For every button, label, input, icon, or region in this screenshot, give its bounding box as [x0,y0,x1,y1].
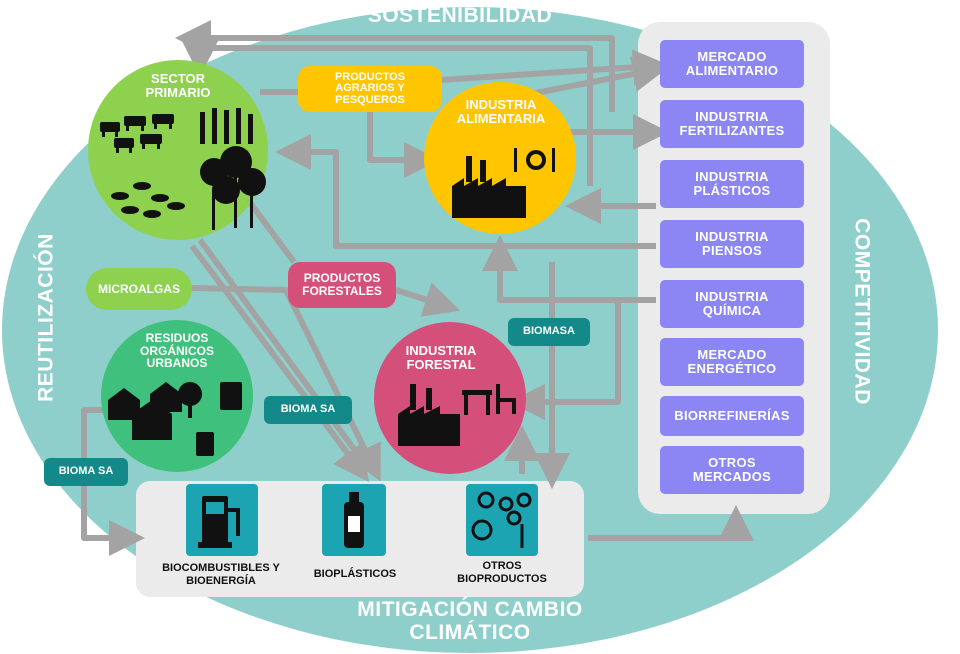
arrow-quimica-to-forestal [509,300,621,420]
market-industria-quimica: INDUSTRIA QUÍMICA [660,280,804,328]
forestal-factory-icon [398,384,460,446]
product-label-otros-bioproductos: OTROS BIOPRODUCTOS [457,560,547,585]
arrow-ia-to-mercado [519,56,669,99]
microalgas-pill [86,268,192,310]
arrow-products-to-markets [588,505,754,541]
houses-icon [108,382,202,440]
factory-icon [452,156,526,218]
fish-icon [111,182,185,218]
productos-forestales-label: PRODUCTOS FORESTALES [302,271,382,298]
arrow-top-loop-2 [182,41,593,186]
arrow-sp-to-forestales [245,198,297,264]
arrow-forestales-to-if [395,282,461,317]
cow-icon [100,114,174,153]
product-label-bioplasticos: BIOPLÁSTICOS [313,568,397,580]
bin-icon [196,382,242,456]
markets-panel [638,22,830,514]
arrow-quimica-to-ia [482,235,656,303]
forest-icon [200,146,266,230]
productos-forestales-pill [288,262,396,308]
biomasa-pill-3 [44,458,128,486]
edge-label-left: REUTILIZACIÓN [34,233,58,402]
edge-label-bottom: MITIGACIÓN CAMBIO CLIMÁTICO [357,598,583,645]
wheat-icon [200,108,253,144]
edge-label-top: SOSTENIBILIDAD [367,4,553,27]
productos-agrarios-pill [298,66,442,112]
edge-label-right: COMPETITIVIDAD [850,218,874,405]
industria-forestal-label: INDUSTRIA FORESTAL [405,343,477,372]
market-mercado-energetico: MERCADO ENERGÉTICO [660,338,804,386]
product-label-biocombustibles: BIOCOMBUSTIBLES Y BIOENERGÍA [162,562,280,587]
sector-primario-label: SECTOR PRIMARIO [145,71,211,100]
biomasa-label-2: BIOMA SA [280,403,336,416]
arrow-sp-to-bioplasticos [189,244,369,482]
biomasa-label-1: BIOMASA [523,325,575,338]
arrow-top-loop-1 [175,20,615,112]
cutlery-icon [514,148,555,172]
microalgas-label: MICROALGAS [98,281,180,296]
market-industria-plasticos: INDUSTRIA PLÁSTICOS [660,160,804,208]
market-otros-mercados: OTROS MERCADOS [660,446,804,494]
biomasa-pill-1 [508,318,590,346]
market-biorrefinerias: BIORREFINERÍAS [660,396,804,436]
productos-agrarios-label: PRODUCTOS AGRARIOS Y PESQUEROS [334,70,406,106]
arrow-agrarios-to-mercado [439,49,669,86]
market-mercado-alimentario: MERCADO ALIMENTARIO [660,40,804,88]
market-industria-piensos: INDUSTRIA PIENSOS [660,220,804,268]
arrow-sp-diag-2 [197,238,371,470]
furniture-icon [462,384,516,415]
arrow-agrarios-to-ia [367,110,440,178]
residuos-label: RESIDUOS ORGÁNICOS URBANOS [139,331,214,371]
industria-alimentaria-label: INDUSTRIA ALIMENTARIA [456,97,546,126]
market-industria-fertilizantes: INDUSTRIA FERTILIZANTES [660,100,804,148]
biomasa-pill-2 [264,396,352,424]
biomasa-label-3: BIOMA SA [58,465,114,478]
